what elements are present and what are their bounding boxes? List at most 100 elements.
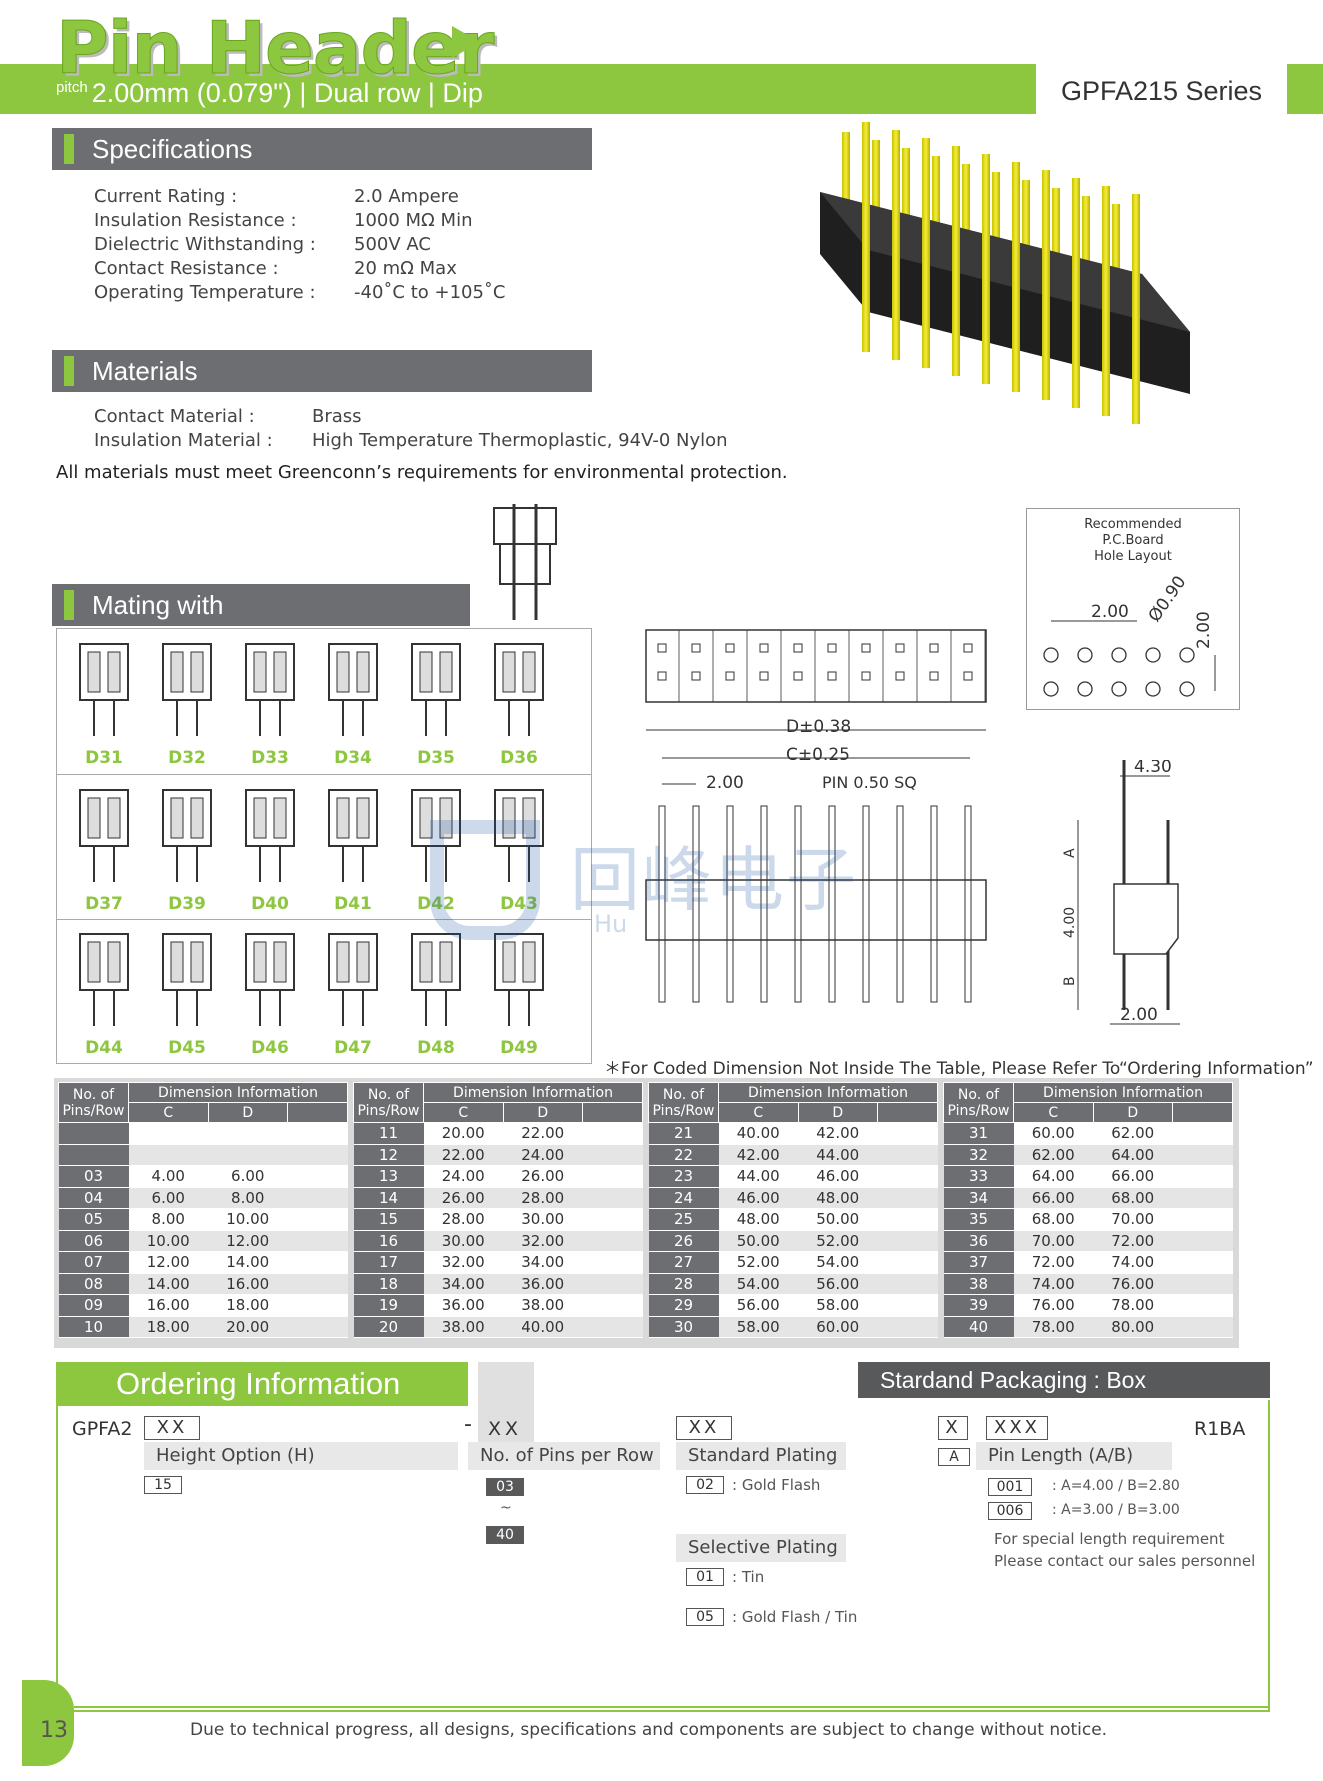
- pins-cell: 12: [353, 1144, 424, 1166]
- mating-label: D31: [85, 748, 123, 768]
- d-cell: 74.00: [1093, 1251, 1173, 1274]
- mating-connector-icon: [489, 640, 549, 744]
- pins-cell: 26: [648, 1230, 719, 1252]
- d-cell: 6.00: [208, 1165, 288, 1188]
- product-image: [820, 122, 1190, 424]
- spec-label: Contact Resistance :: [94, 258, 279, 279]
- mating-label: D44: [85, 1038, 123, 1058]
- subtitle-text: 2.00mm (0.079") | Dual row | Dip: [91, 78, 483, 108]
- slot-hole: [929, 671, 939, 681]
- pins-cell: 32: [943, 1144, 1014, 1166]
- selective-plating-desc: : Tin: [732, 1568, 765, 1586]
- mating-label: D45: [168, 1038, 206, 1058]
- c-cell: 42.00: [718, 1144, 798, 1166]
- pins-cell: 11: [353, 1122, 424, 1145]
- pins-cell: [58, 1144, 129, 1166]
- d-cell: 28.00: [503, 1187, 583, 1209]
- pin: [896, 805, 904, 1003]
- slot-hole: [657, 643, 667, 653]
- header-green-bar-right: [1287, 64, 1323, 114]
- watermark-en: Hu: [594, 910, 628, 938]
- pins-cell: 38: [943, 1273, 1014, 1295]
- mating-label: D32: [168, 748, 206, 768]
- col-d-header: D: [797, 1102, 878, 1123]
- mating-label: D40: [251, 894, 289, 914]
- pins-cell: 18: [353, 1273, 424, 1295]
- height-option-code: 15: [144, 1476, 182, 1494]
- pin: [794, 805, 802, 1003]
- col-d-header: D: [502, 1102, 583, 1123]
- pcb-pitch-label: 2.00: [1091, 602, 1129, 622]
- c-cell: 50.00: [718, 1230, 798, 1252]
- c-cell: 14.00: [128, 1273, 208, 1295]
- pins-cell: 17: [353, 1251, 424, 1274]
- pitch-label: pitch: [56, 79, 88, 96]
- mating-label: D37: [85, 894, 123, 914]
- d-cell: 26.00: [503, 1165, 583, 1188]
- col-c-header: C: [423, 1102, 504, 1123]
- c-cell: 28.00: [423, 1208, 503, 1231]
- slot-hole: [725, 671, 735, 681]
- mating-label: D49: [500, 1038, 538, 1058]
- title-arrow-icon: [452, 26, 480, 58]
- slot-hole: [793, 671, 803, 681]
- c-cell: 74.00: [1013, 1273, 1093, 1295]
- d-cell: [208, 1144, 288, 1166]
- pins-cell: 04: [58, 1187, 129, 1209]
- pins-cell: 15: [353, 1208, 424, 1231]
- c-cell: 78.00: [1013, 1316, 1093, 1338]
- material-label: Insulation Material :: [94, 430, 273, 451]
- materials-note: All materials must meet Greenconn’s requ…: [56, 462, 788, 483]
- d-cell: 46.00: [798, 1165, 878, 1188]
- mating-connector-icon: [406, 640, 466, 744]
- col-d-header: D: [207, 1102, 288, 1123]
- pins-cell: 23: [648, 1165, 719, 1188]
- mating-connector-icon: [74, 786, 134, 890]
- col-info-header: Dimension Information: [128, 1082, 348, 1103]
- watermark: 回峰电子 Hu: [430, 820, 900, 940]
- mating-connector-icon: [157, 786, 217, 890]
- pin: [862, 805, 870, 1003]
- standard-plating-code: 02: [686, 1476, 724, 1494]
- c-cell: 38.00: [423, 1316, 503, 1338]
- spec-label: Dielectric Withstanding :: [94, 234, 316, 255]
- slot-hole: [963, 643, 973, 653]
- pcb-title-line: Recommended: [1084, 517, 1182, 532]
- code-pins: XX: [488, 1418, 523, 1440]
- c-cell: 68.00: [1013, 1208, 1093, 1231]
- mating-label: D36: [500, 748, 538, 768]
- side-body-label: 4.00: [1062, 907, 1078, 938]
- pins-cell: 16: [353, 1230, 424, 1252]
- pin: [692, 805, 700, 1003]
- c-cell: 34.00: [423, 1273, 503, 1295]
- mating-label: D35: [417, 748, 455, 768]
- d-cell: 48.00: [798, 1187, 878, 1209]
- order-prefix: GPFA2: [72, 1418, 133, 1440]
- d-cell: 58.00: [798, 1294, 878, 1317]
- code-length-a: X: [938, 1416, 968, 1440]
- spec-value: 500V AC: [354, 234, 431, 255]
- page-title: Pin Header: [55, 6, 494, 91]
- mating-heading-text: Mating with: [92, 590, 224, 620]
- standard-plating-desc: : Gold Flash: [732, 1476, 821, 1494]
- d-cell: 18.00: [208, 1294, 288, 1317]
- mating-label: D48: [417, 1038, 455, 1058]
- pins-cell: 35: [943, 1208, 1014, 1231]
